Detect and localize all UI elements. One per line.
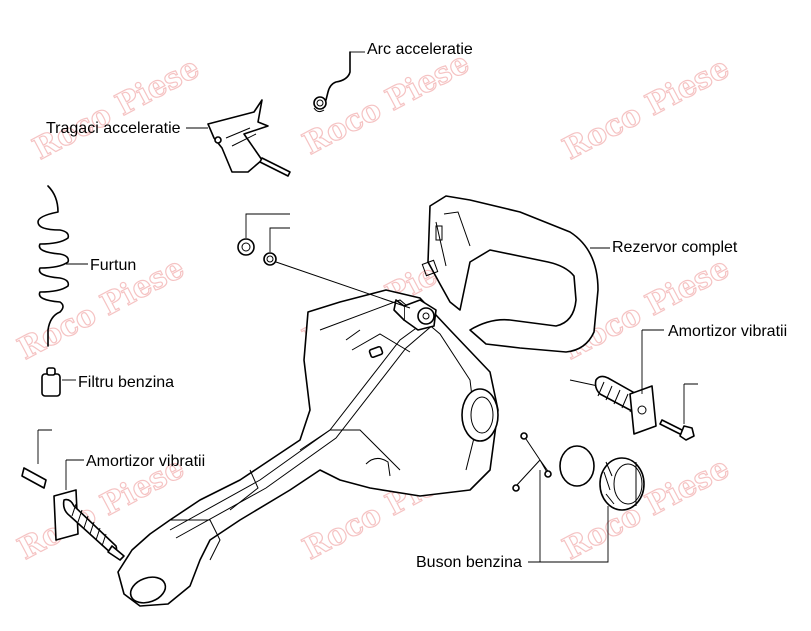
vibration-damper-left-part (21, 467, 125, 561)
bushing-parts (237, 238, 411, 309)
label-filtru-benzina: Filtru benzina (78, 374, 174, 391)
watermark: Roco Piese (27, 50, 205, 167)
label-furtun: Furtun (90, 257, 136, 274)
fuel-hose-part (37, 185, 70, 347)
throttle-spring-part (313, 51, 351, 113)
throttle-trigger-part (207, 99, 291, 177)
label-tragaci-acceleratie: Tragaci acceleratie (46, 120, 181, 137)
label-amortizor-left: Amortizor vibratii (86, 453, 205, 470)
leader-amortizor-right (641, 329, 664, 394)
vibration-damper-right-part (569, 375, 695, 441)
label-rezervor-complet: Rezervor complet (612, 239, 738, 256)
label-arc-acceleratie: Arc acceleratie (367, 41, 473, 58)
label-amortizor-right: Amortizor vibratii (668, 323, 787, 340)
fuel-filter-part (41, 367, 61, 397)
leader-amortizor-left (65, 459, 84, 490)
fuel-tank-housing-part (117, 195, 599, 607)
leader-buson (528, 470, 541, 563)
watermark: Roco Piese (557, 50, 735, 167)
fuel-cap-part (512, 432, 645, 511)
label-buson-benzina: Buson benzina (416, 554, 522, 571)
